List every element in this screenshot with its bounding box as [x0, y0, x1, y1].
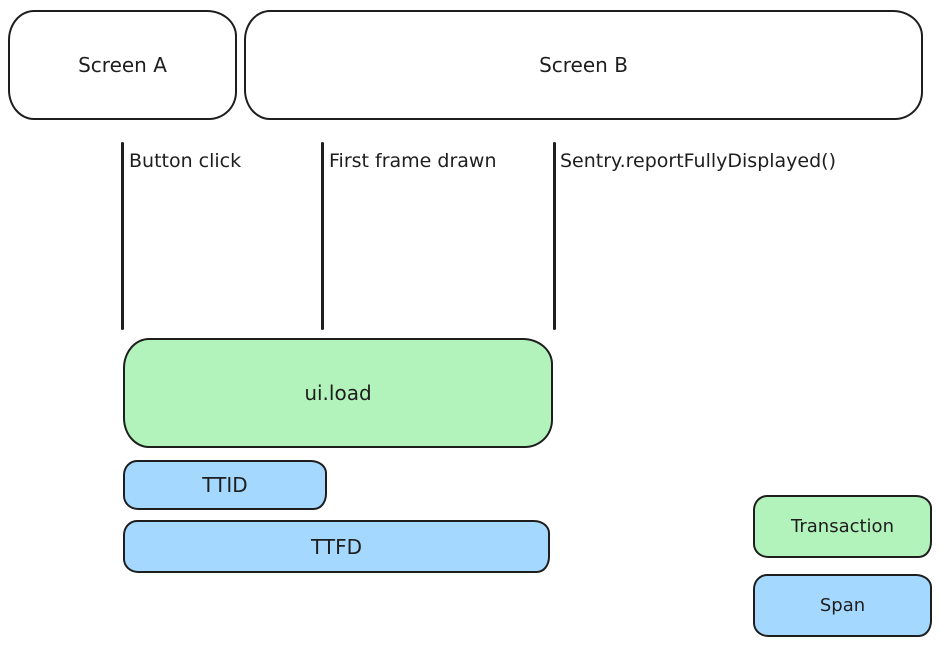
- screen-a-box: Screen A: [8, 10, 237, 120]
- report-fully-displayed-marker-line: [553, 142, 556, 330]
- button-click-label: Button click: [129, 150, 242, 172]
- first-frame-drawn-label: First frame drawn: [329, 150, 497, 172]
- ttid-span-bar: TTID: [123, 460, 327, 510]
- screen-b-label: Screen B: [539, 53, 628, 77]
- report-fully-displayed-label: Sentry.reportFullyDisplayed(): [560, 150, 837, 172]
- first-frame-drawn-marker-line: [321, 142, 324, 330]
- screen-b-box: Screen B: [244, 10, 923, 120]
- ttfd-label: TTFD: [311, 534, 362, 559]
- button-click-marker-line: [121, 142, 124, 330]
- ui-load-transaction-bar: ui.load: [123, 338, 553, 448]
- legend-span-label: Span: [819, 595, 866, 616]
- screen-a-label: Screen A: [78, 53, 167, 77]
- ui-load-label: ui.load: [304, 381, 372, 405]
- ttfd-span-bar: TTFD: [123, 520, 550, 573]
- legend-span-box: Span: [753, 574, 932, 637]
- ttid-label: TTID: [202, 473, 248, 497]
- legend-transaction-label: Transaction: [791, 516, 894, 537]
- legend-transaction-box: Transaction: [753, 495, 932, 558]
